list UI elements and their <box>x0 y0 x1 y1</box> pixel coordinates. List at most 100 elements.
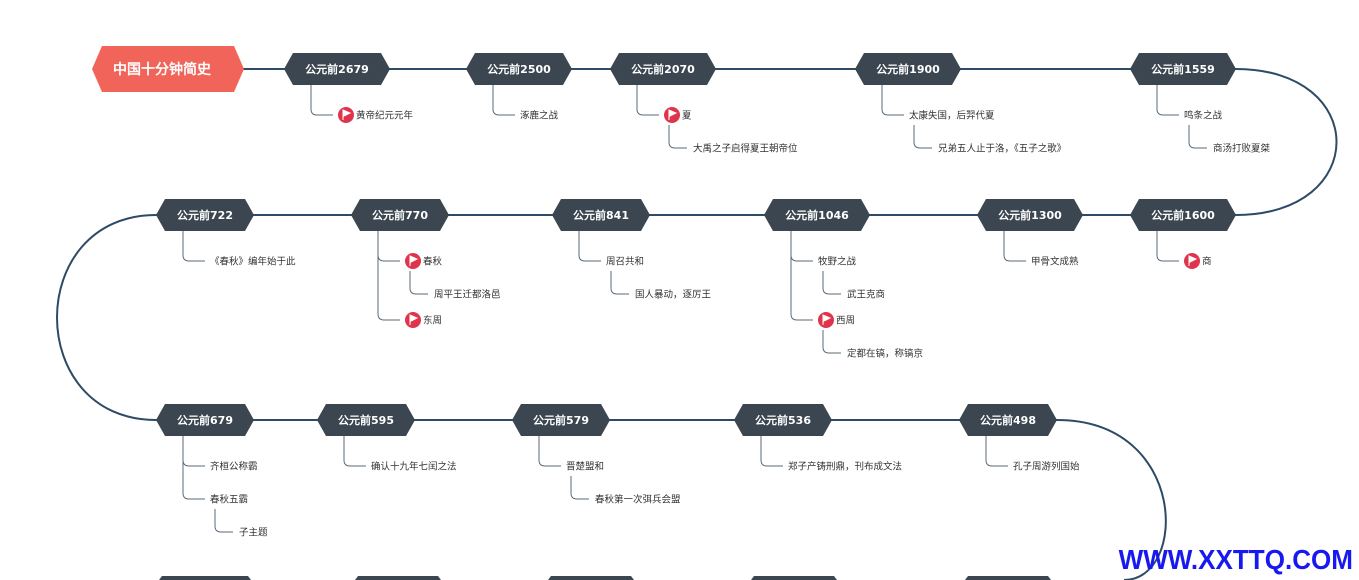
flag-icon <box>405 253 421 269</box>
title-shape <box>92 46 244 92</box>
flag-icon-mark <box>409 255 419 266</box>
timeline-node-shape <box>1130 199 1236 231</box>
timeline-node-shape <box>466 53 572 85</box>
timeline-node-label: 公元前722 <box>177 208 233 222</box>
event-label: 周召共和 <box>606 257 644 268</box>
timeline-node-shape <box>317 404 415 436</box>
timeline-node: 公元前498 孔子周游列国始 <box>959 404 1080 473</box>
title-text: 中国十分钟简史 <box>113 61 212 78</box>
branch-line <box>182 231 205 262</box>
sub-branch-line <box>822 271 841 295</box>
event-label: 孔子周游列国始 <box>1013 461 1080 473</box>
timeline-node-partial <box>965 576 1051 580</box>
branch-line <box>985 436 1008 467</box>
flag-icon-mark <box>822 314 832 325</box>
timeline-node-shape <box>1130 53 1236 85</box>
event-label: 春秋五霸 <box>210 494 248 506</box>
branch-line <box>790 231 813 321</box>
timeline-node-label: 公元前498 <box>980 413 1036 427</box>
timeline-node: 公元前722 《春秋》编年始于此 <box>156 199 296 268</box>
timeline-node-label: 公元前1600 <box>1151 208 1215 222</box>
flag-icon <box>338 107 354 123</box>
timeline-node-partial <box>548 576 634 580</box>
event-label: 春秋 <box>423 256 443 268</box>
sub-event-label: 武王克商 <box>847 289 885 301</box>
event-label: 夏 <box>682 111 692 122</box>
timeline-node-shape <box>855 53 961 85</box>
sub-branch-line <box>409 271 428 295</box>
event-label: 西周 <box>836 316 855 327</box>
timeline-node-label: 公元前1300 <box>998 208 1062 222</box>
timeline-node-shape <box>156 404 254 436</box>
timeline-node-shape <box>512 404 610 436</box>
event-label: 郑子产铸刑鼎，刊布成文法 <box>788 461 902 473</box>
branch-line <box>182 436 205 500</box>
sub-event-label: 定都在镐，称镐京 <box>847 348 923 360</box>
flag-icon <box>818 312 834 328</box>
sub-event-label: 商汤打败夏桀 <box>1213 143 1271 155</box>
flag-icon <box>664 107 680 123</box>
sub-branch-line <box>1188 125 1207 149</box>
timeline-node-partial <box>751 576 837 580</box>
timeline-node-shape <box>552 199 650 231</box>
title-node: 中国十分钟简史 <box>92 46 244 92</box>
timeline-node-label: 公元前1559 <box>1151 62 1215 76</box>
sub-branch-line <box>822 330 841 354</box>
event-label: 确认十九年七闰之法 <box>371 461 457 473</box>
branch-line <box>760 436 783 467</box>
branch-line <box>578 231 601 262</box>
branch-line <box>636 85 659 116</box>
watermark-text: WWW.XXTTQ.COM <box>1118 544 1353 575</box>
sub-branch-line <box>570 476 589 500</box>
branch-line <box>377 231 400 262</box>
event-label: 牧野之战 <box>818 256 857 268</box>
sub-event-label: 大禹之子启得夏王朝帝位 <box>693 143 798 155</box>
branch-line <box>881 85 904 116</box>
sub-branch-line <box>610 271 629 295</box>
branch-line <box>1156 85 1179 116</box>
event-label: 齐桓公称霸 <box>210 461 258 473</box>
timeline-node-label: 公元前579 <box>533 413 589 427</box>
timeline-node-partial <box>355 576 441 580</box>
sub-event-label: 国人暴动，逐厉王 <box>635 290 712 301</box>
timeline-node-shape <box>959 404 1057 436</box>
timeline-node-shape <box>156 199 254 231</box>
event-label: 东周 <box>423 315 442 327</box>
branch-line <box>1003 231 1026 262</box>
timeline-node-shape <box>764 199 870 231</box>
branch-line <box>182 436 205 467</box>
sub-event-label: 子主题 <box>239 527 268 539</box>
event-label: 晋楚盟和 <box>566 461 604 473</box>
timeline-node-label: 公元前2500 <box>487 62 551 76</box>
timeline-node-shape <box>284 53 390 85</box>
timeline-node-shape <box>977 199 1083 231</box>
branch-line <box>343 436 366 467</box>
sub-event-label: 兄弟五人止于洛，《五子之歌》 <box>938 143 1066 155</box>
sub-branch-line <box>913 125 932 149</box>
timeline-node-label: 公元前1046 <box>785 208 849 222</box>
sub-event-label: 周平王迁都洛邑 <box>434 289 501 301</box>
event-label: 商 <box>1202 256 1212 268</box>
branch-line <box>310 85 333 116</box>
sub-branch-line <box>668 125 687 149</box>
timeline-node-label: 公元前2070 <box>631 62 695 76</box>
flag-icon-mark <box>409 314 419 325</box>
timeline-node-shape <box>734 404 832 436</box>
event-label: 《春秋》编年始于此 <box>210 256 296 268</box>
branch-line <box>377 231 400 321</box>
timeline-node-label: 公元前1900 <box>876 62 940 76</box>
timeline-node-label: 公元前2679 <box>305 62 369 76</box>
sub-event-label: 春秋第一次弭兵会盟 <box>595 494 681 506</box>
